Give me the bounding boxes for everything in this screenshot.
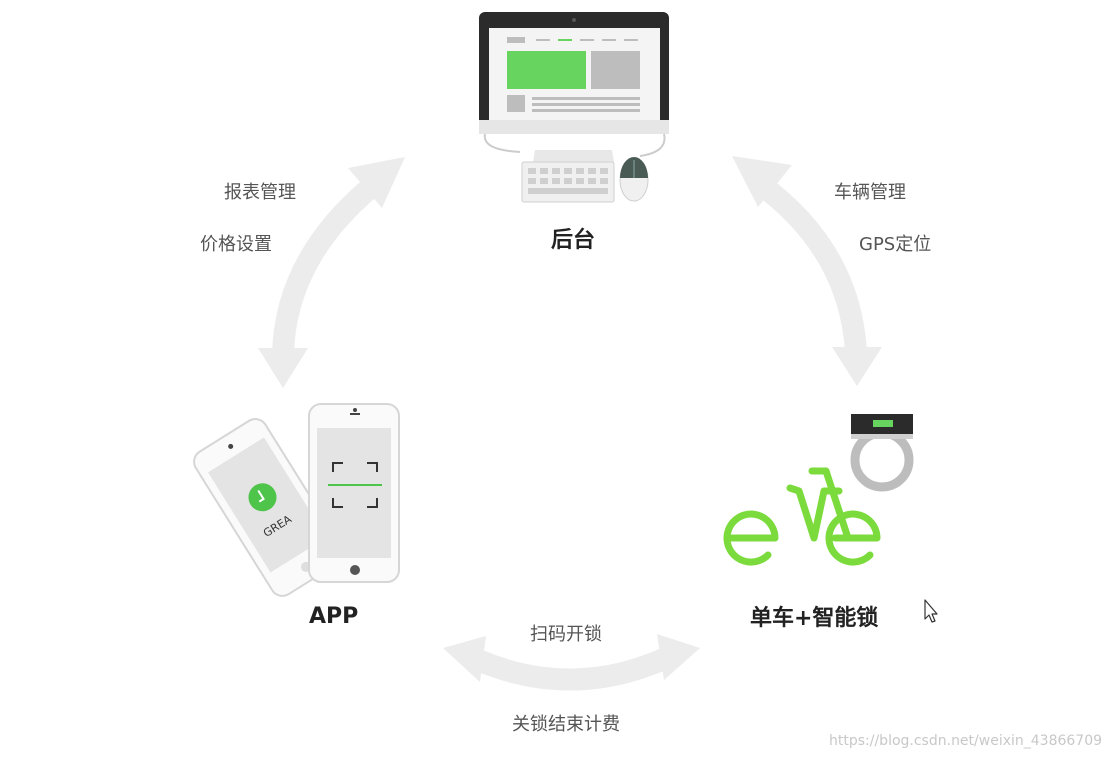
flow-label-gps-positioning: GPS定位: [859, 234, 932, 255]
arrow-app-bike: [443, 634, 700, 691]
smart-lock-icon: [850, 414, 914, 492]
app-label: APP: [309, 604, 359, 629]
watermark-text: https://blog.csdn.net/weixin_43866709: [829, 733, 1103, 749]
flow-label-vehicle-management: 车辆管理: [834, 182, 906, 203]
flow-label-price-setting: 价格设置: [200, 234, 272, 255]
arrow-app-backend: [258, 157, 405, 388]
flow-label-lock-end-billing: 关锁结束计费: [512, 714, 620, 735]
flow-label-scan-unlock: 扫码开锁: [530, 624, 602, 645]
backend-label: 后台: [551, 228, 596, 253]
arrow-backend-bike: [732, 156, 882, 386]
bike-icon: [723, 467, 881, 566]
flow-label-report-management: 报表管理: [224, 182, 296, 203]
bike-lock-label: 单车+智能锁: [750, 606, 879, 631]
